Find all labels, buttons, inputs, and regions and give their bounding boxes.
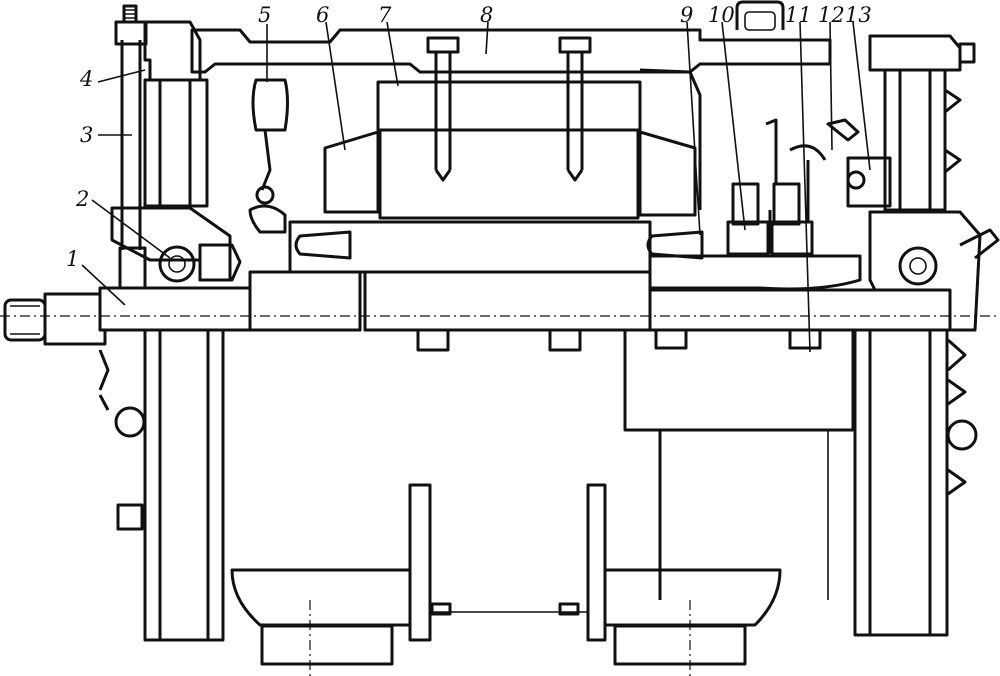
callout-9: 9 [680,3,693,27]
stator-core [376,80,642,220]
mount-foot-left [230,483,432,676]
winding-left [323,130,380,214]
callout-13: 13 [845,3,872,27]
commutator [648,210,862,291]
housing-bolt-left [426,36,460,182]
callout-labels: 1 2 3 4 5 6 7 8 9 10 11 12 13 [66,3,872,271]
lower-housing [623,328,855,600]
lifting-handle [735,0,785,31]
left-tie-bolt [114,4,148,250]
callout-1: 1 [66,247,79,271]
right-frame-lower [853,328,978,637]
left-frame-lower [98,328,225,642]
rotor-lamination [288,220,704,332]
leader-lines [81,21,871,353]
terminal-eye [248,78,289,234]
callout-5: 5 [258,3,271,27]
housing-bolt-right [558,36,592,182]
mount-foot-right [586,483,782,676]
right-end-shield [868,34,1000,332]
left-end-shield [110,20,242,292]
callout-3: 3 [80,123,93,147]
callout-11: 11 [785,3,812,27]
callout-12: 12 [818,3,845,27]
brush-holder [731,118,860,226]
callout-10: 10 [708,3,735,27]
callout-8: 8 [480,3,493,27]
callout-7: 7 [378,3,392,27]
callout-6: 6 [316,3,329,27]
rotor-shaft [0,270,1000,346]
winding-right [638,130,697,217]
shaft-nuts [416,328,822,352]
callout-2: 2 [75,187,89,211]
callout-4: 4 [79,67,93,91]
